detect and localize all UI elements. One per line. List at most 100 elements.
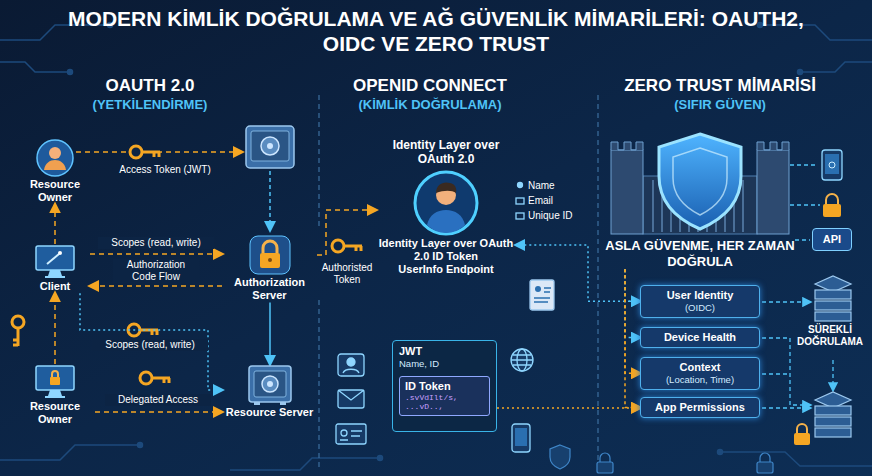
node-text: (Location, Time) [645,374,755,385]
connector [497,407,640,409]
circuit-traces-part [798,70,803,75]
person-icon-part [35,138,75,178]
castle-shield-part-part [757,142,789,150]
server-stack-part [794,433,810,445]
connector [95,411,222,413]
safe-icon-part-part [249,366,291,402]
node-text: Resource Owner [15,400,95,426]
diagram-title: MODERN KİMLİK DOĞRULAMA VE AĞ GÜVENLİK M… [40,6,832,56]
column-separators-part [318,300,319,470]
locked-monitor-icon-part-part [50,377,60,385]
castle-shield-part-part [611,142,643,150]
key-icon-part-part [332,240,344,252]
node-text: Identity Layer over OAuth 2.0 ID Token [376,237,516,263]
lock-icon-part-part [263,241,277,253]
device-icons-part [825,154,839,174]
node-text: Resource Owner [15,178,95,204]
vault-icon [246,126,294,168]
actor-node: Resource Owner [15,138,95,204]
node-text: API [813,233,851,246]
edge-label: Scopes (read, write) [98,237,214,249]
actor-node: Client [20,244,90,293]
bottom-decorations-part [760,453,770,462]
server-stack-part [815,312,851,321]
circuit-traces-part [378,456,383,461]
lock-icon [222,234,317,276]
jwt-box: JWTName, IDID Token.svVdIlt/s,...vD.., [392,340,497,432]
zero-trust-links-part [832,360,833,390]
key-icon-part-part [12,316,24,328]
zero-trust-links-part [795,239,810,240]
locked-monitor-icon-part-part [36,366,74,390]
zero-trust-links-part [762,338,810,405]
identity-icons-part [338,354,364,376]
identity-icons-part-part [338,390,364,408]
lock-icon-part [248,234,292,276]
identity-icons-part [516,213,524,219]
zero-trust-links-part [790,204,820,205]
node-text: Client [20,280,90,293]
connector [317,210,376,255]
client-monitor-icon-part-part [48,270,62,276]
check-box: Device Health [640,327,760,348]
connector [269,302,271,364]
connector [54,204,56,244]
client-monitor-icon-part-part [58,251,62,255]
identity-icons-part-part [336,424,366,444]
locked-monitor-icon-part [33,364,77,400]
vault-icon-part [267,143,273,149]
device-icons [822,150,842,217]
identity-icons-part-part [530,280,554,310]
device-icons-part [823,204,841,217]
vault-icon-part [251,131,289,161]
text-label: ZERO TRUST MİMARİSİ [600,76,840,96]
identity-icons-part [516,198,524,204]
node-text: .svVdIlt/s, [405,393,484,403]
connector [90,285,222,287]
circuit-traces-part [0,445,140,460]
safe-icon-part-part [254,371,286,397]
text-label: (YETKİLENDİRME) [60,97,240,113]
castle-shield-part [605,128,795,236]
connector [625,269,640,337]
locked-monitor-icon-part-part [52,371,58,377]
edge-label: Scopes (read, write) [92,339,208,351]
circuit-traces-part [138,443,143,448]
identity-icons [336,183,554,453]
node-text: UserInfo Endpoint [376,263,516,276]
connector [625,269,640,407]
castle-shield-part-part [742,180,744,232]
identity-icons-part [338,390,364,408]
identity-icons-part-part [511,355,533,365]
node-text: User Identity [645,289,755,302]
client-monitor-icon-part [33,244,77,280]
castle-node: ASLA GÜVENME, HER ZAMAN DOĞRULA [605,128,795,269]
identity-node: Identity Layer over OAuth 2.0Identity La… [376,138,516,276]
server-stack-part [815,290,851,299]
zero-trust-links-part [762,373,790,374]
server-node: Resource Server [222,364,317,419]
node-text: Authorization Server [222,276,317,302]
api-tile: API [812,228,852,251]
castle-shield-part-part [652,180,654,232]
node-text: (OIDC) [645,302,755,313]
text-label: OAUTH 2.0 [60,76,240,96]
locked-monitor-icon-part-part [45,396,65,398]
node-text: JWT [399,345,490,358]
safe-icon [222,364,317,406]
text-label: SÜREKLİ DOĞRULAMA [790,324,870,348]
node-text: Device Health [645,331,755,344]
circuit-traces-part [800,62,872,72]
identity-icons-part-part [341,430,347,436]
text-label: OPENID CONNECT [330,76,530,96]
key-icon-part-part [152,378,170,383]
text-label: Unique ID [528,210,586,222]
identity-icons-part-part [534,288,551,302]
key-icon [12,146,362,384]
key-icon-part-part [142,152,160,157]
node-text: Context [645,361,755,374]
client-monitor-icon-part-part [36,246,74,270]
